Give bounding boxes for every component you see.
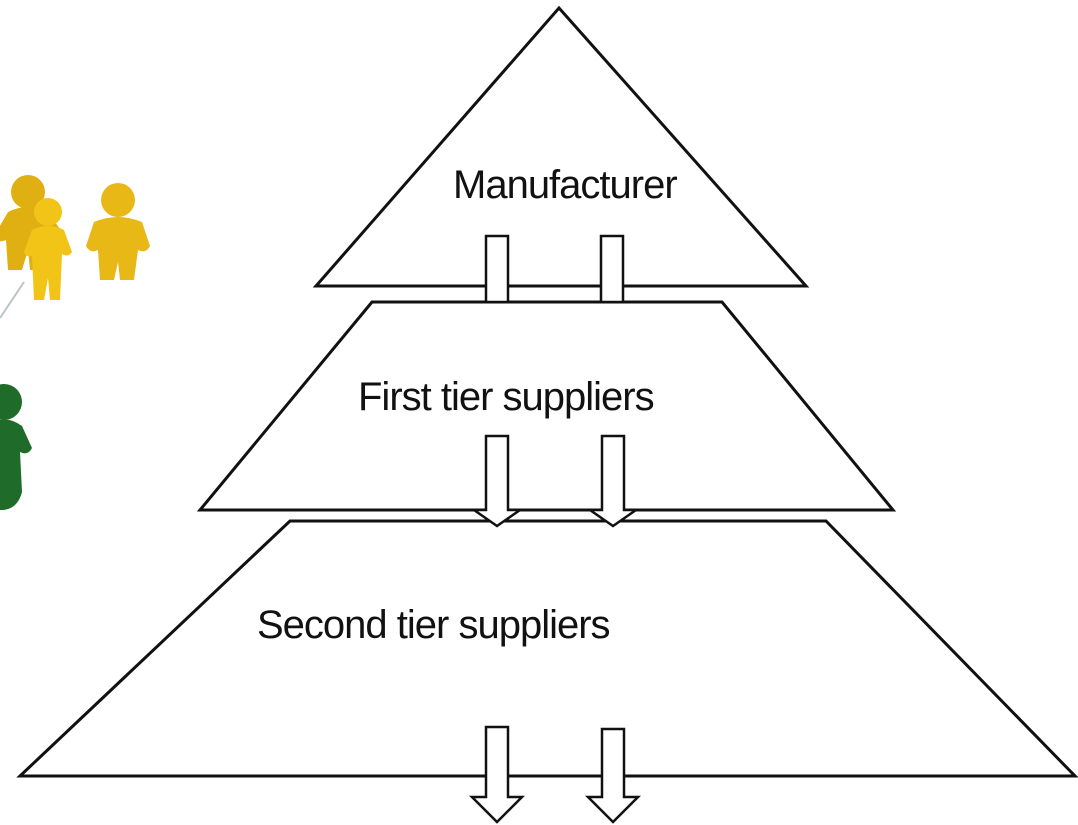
- second-tier-trapezoid: [16, 519, 1078, 778]
- first-tier-arrows: [470, 434, 640, 528]
- manufacturer-arrows: [484, 234, 625, 304]
- manufacturer-triangle: [312, 5, 810, 288]
- down-arrow-icon: [599, 234, 625, 304]
- second-tier-arrows: [468, 725, 642, 824]
- down-arrow-icon: [484, 234, 510, 304]
- green-person-figure-icon: [0, 384, 32, 510]
- down-arrow-icon: [584, 727, 642, 824]
- down-arrow-icon: [586, 434, 640, 528]
- down-arrow-icon: [470, 434, 524, 528]
- second-tier-label: Second tier suppliers: [257, 603, 610, 647]
- yellow-people-figures-icon: [0, 175, 150, 319]
- down-arrow-icon: [468, 725, 526, 824]
- first-tier-label: First tier suppliers: [358, 375, 654, 419]
- manufacturer-label: Manufacturer: [453, 163, 677, 207]
